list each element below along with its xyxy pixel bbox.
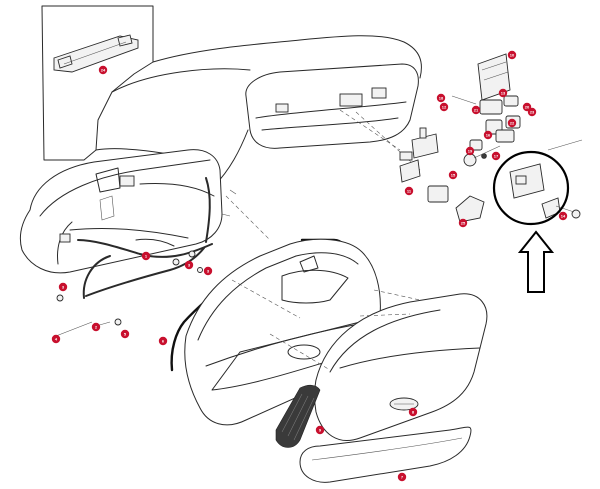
callout-label: 23 xyxy=(530,110,535,115)
callout-label: 5 xyxy=(124,332,127,337)
callout-label: 3 xyxy=(188,263,191,268)
callout-label: 14 xyxy=(561,214,566,219)
callout-label: 13 xyxy=(501,91,506,96)
callout-label: 20 xyxy=(525,105,530,110)
callout-label: 21 xyxy=(474,108,479,113)
callout-label: 2 xyxy=(95,325,98,330)
callout-label: 9 xyxy=(319,428,322,433)
left-hardware xyxy=(55,189,237,337)
callout-label: 16 xyxy=(486,133,491,138)
callout-2: 2 xyxy=(91,322,101,332)
callout-12: 12 xyxy=(439,102,449,112)
callout-10: 10 xyxy=(507,50,517,60)
callout-group: 2412333456789101112131415161718192021222… xyxy=(51,50,568,482)
callout-15: 15 xyxy=(448,170,458,180)
callout-6: 6 xyxy=(158,336,168,346)
callout-label: 18 xyxy=(439,96,444,101)
callout-21: 21 xyxy=(471,105,481,115)
callout-3: 3 xyxy=(203,266,213,276)
callout-8: 8 xyxy=(408,407,418,417)
highlight-circle xyxy=(492,150,570,226)
callout-16: 16 xyxy=(483,130,493,140)
reflector xyxy=(275,384,321,448)
callout-label: 19 xyxy=(468,149,473,154)
callout-5: 5 xyxy=(120,329,130,339)
callout-24: 24 xyxy=(98,65,108,75)
callout-9: 9 xyxy=(315,425,325,435)
pointer-arrow xyxy=(517,230,555,293)
callout-label: 17 xyxy=(494,154,499,159)
callout-19: 19 xyxy=(465,146,475,156)
callout-13: 13 xyxy=(498,88,508,98)
inset-detail-box xyxy=(41,5,154,161)
callout-3: 3 xyxy=(58,282,68,292)
motorcycle-tail-outline xyxy=(95,35,422,187)
callout-label: 25 xyxy=(461,221,466,226)
callout-label: 11 xyxy=(407,189,412,194)
left-side-case xyxy=(19,149,223,299)
callout-label: 12 xyxy=(442,105,447,110)
callout-25: 25 xyxy=(458,218,468,228)
callout-label: 24 xyxy=(101,68,106,73)
callout-label: 22 xyxy=(510,121,515,126)
callout-23: 23 xyxy=(527,107,537,117)
bottom-trim xyxy=(299,426,472,483)
callout-label: 4 xyxy=(55,337,58,342)
side-cover xyxy=(314,293,488,441)
callout-3: 3 xyxy=(184,260,194,270)
callout-label: 15 xyxy=(451,173,456,178)
callout-7: 7 xyxy=(397,472,407,482)
callout-4: 4 xyxy=(51,334,61,344)
callout-label: 3 xyxy=(207,269,210,274)
callout-label: 8 xyxy=(412,410,415,415)
callout-label: 3 xyxy=(62,285,65,290)
callout-17: 17 xyxy=(491,151,501,161)
callout-11: 11 xyxy=(404,186,414,196)
assembly-lines xyxy=(225,195,421,371)
callout-22: 22 xyxy=(507,118,517,128)
callout-1: 1 xyxy=(141,251,151,261)
lock-hardware-cluster xyxy=(399,53,583,223)
callout-label: 1 xyxy=(145,254,148,259)
callout-label: 6 xyxy=(162,339,165,344)
callout-label: 7 xyxy=(401,475,404,480)
callout-label: 10 xyxy=(510,53,515,58)
callout-14: 14 xyxy=(558,211,568,221)
callout-18: 18 xyxy=(436,93,446,103)
